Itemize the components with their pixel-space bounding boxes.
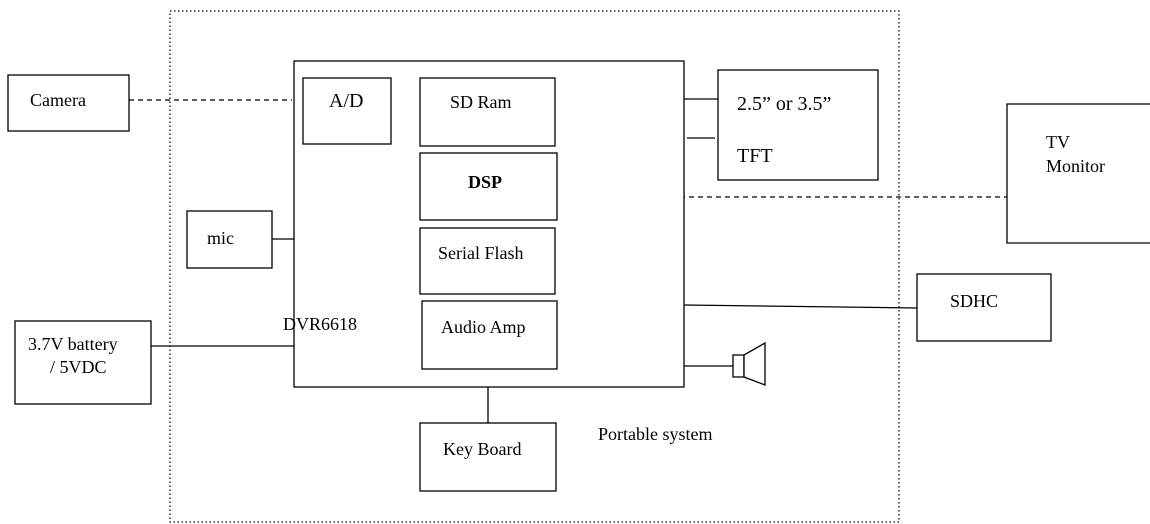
dsp-box xyxy=(419,152,558,221)
portable-system-label: Portable system xyxy=(598,424,713,444)
serial-flash-label: Serial Flash xyxy=(438,243,524,263)
keyboard-box xyxy=(419,422,557,492)
keyboard-label: Key Board xyxy=(443,439,521,459)
tft-box xyxy=(717,69,879,181)
audio-amp-label: Audio Amp xyxy=(441,317,526,337)
camera-label: Camera xyxy=(30,90,86,110)
sdram-box xyxy=(419,77,556,147)
speaker-cone-icon xyxy=(743,341,766,386)
tv-label-line2: Monitor xyxy=(1046,156,1105,176)
dsp-label: DSP xyxy=(468,172,502,192)
mic-label: mic xyxy=(207,228,234,248)
audio-amp-box xyxy=(421,300,558,370)
ad-label: A/D xyxy=(329,90,363,112)
battery-box xyxy=(14,320,152,405)
tv-monitor-box xyxy=(1006,103,1150,244)
battery-label-line2: / 5VDC xyxy=(50,357,107,377)
dvr-label: DVR6618 xyxy=(283,314,357,334)
serial-flash-box xyxy=(419,227,556,295)
sdhc-box xyxy=(916,273,1052,342)
tft-size-label: 2.5” or 3.5” xyxy=(737,93,831,115)
tv-label-line1: TV xyxy=(1046,132,1070,152)
sdram-label: SD Ram xyxy=(450,92,512,112)
battery-label-line1: 3.7V battery xyxy=(28,334,118,354)
ad-box xyxy=(302,77,392,145)
sdhc-label: SDHC xyxy=(950,291,998,311)
portable-system-boundary xyxy=(169,10,900,523)
speaker-icon xyxy=(732,354,745,378)
sdhc-link xyxy=(683,304,918,309)
camera-box xyxy=(7,74,130,132)
mic-box xyxy=(186,210,273,269)
tft-label: TFT xyxy=(737,145,773,167)
